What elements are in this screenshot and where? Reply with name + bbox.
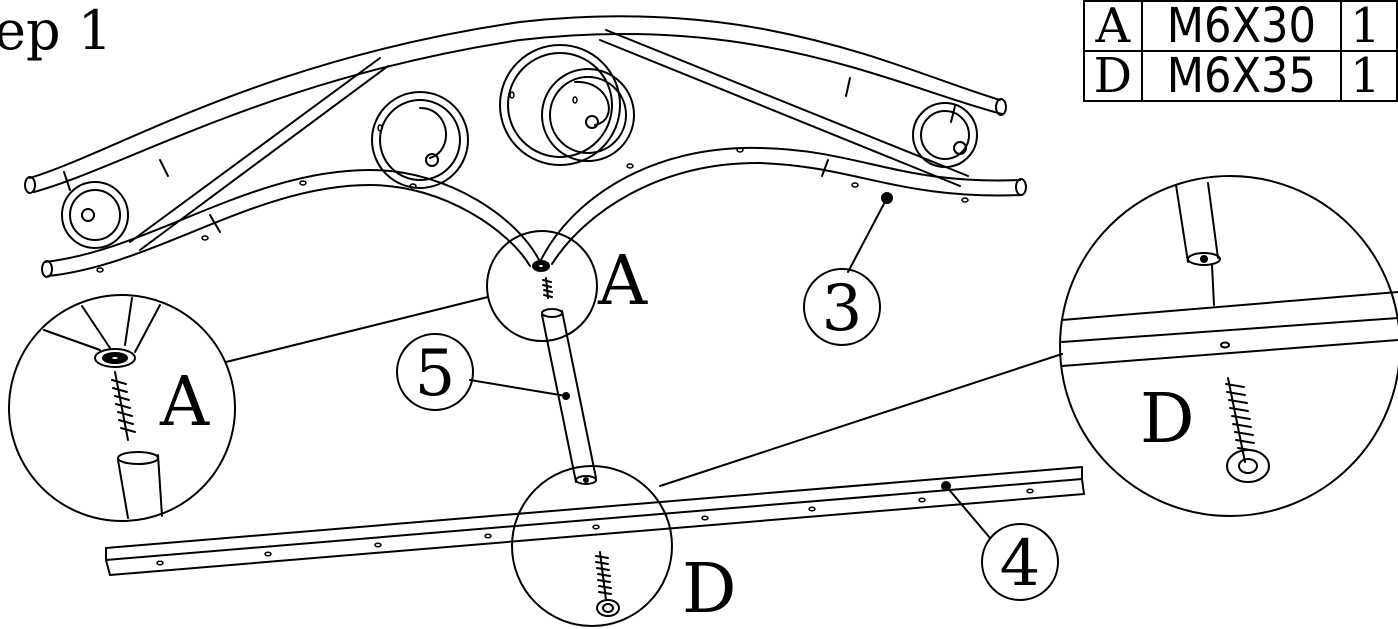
callout-3-label: 3 bbox=[822, 272, 863, 346]
headboard-scrolls bbox=[61, 44, 978, 249]
magnified-view-d bbox=[1059, 175, 1398, 517]
callout-3 bbox=[803, 192, 893, 346]
callout-5-label: 5 bbox=[415, 337, 456, 411]
hardware-spec: M6X30 bbox=[1140, 0, 1343, 52]
detail-a-label: A bbox=[159, 363, 210, 442]
table-row: A M6X30 1 bbox=[1083, 0, 1398, 52]
hardware-table: A M6X30 1 D M6X35 1 bbox=[1083, 0, 1398, 102]
hardware-spec: M6X35 bbox=[1140, 50, 1343, 102]
leg-tube bbox=[541, 308, 597, 485]
headboard-joint bbox=[532, 260, 550, 272]
table-row: D M6X35 1 bbox=[1083, 50, 1398, 102]
callout-5 bbox=[396, 333, 567, 411]
headboard-holes bbox=[96, 91, 969, 273]
hardware-qty: 1 bbox=[1340, 0, 1398, 52]
callout-4-label: 4 bbox=[1000, 527, 1041, 601]
hardware-d-label: D bbox=[682, 550, 737, 629]
headboard-frame bbox=[24, 15, 1027, 278]
leader-line-d bbox=[659, 353, 1063, 487]
step-title: ep 1 bbox=[0, 0, 113, 62]
hardware-qty: 1 bbox=[1340, 50, 1398, 102]
hardware-code: A bbox=[1083, 0, 1143, 52]
leader-line-a bbox=[225, 296, 489, 363]
callout-4 bbox=[941, 481, 1059, 601]
bolt-a bbox=[542, 277, 553, 299]
magnified-view-a bbox=[8, 294, 236, 522]
detail-circle-a bbox=[486, 230, 598, 342]
bolt-d bbox=[595, 551, 620, 617]
hardware-code: D bbox=[1083, 50, 1143, 102]
hardware-a-label: A bbox=[597, 242, 648, 321]
detail-circle-d bbox=[511, 465, 673, 627]
rail-holes bbox=[156, 488, 1034, 566]
detail-d-label: D bbox=[1140, 380, 1195, 459]
side-rail bbox=[105, 466, 1085, 576]
